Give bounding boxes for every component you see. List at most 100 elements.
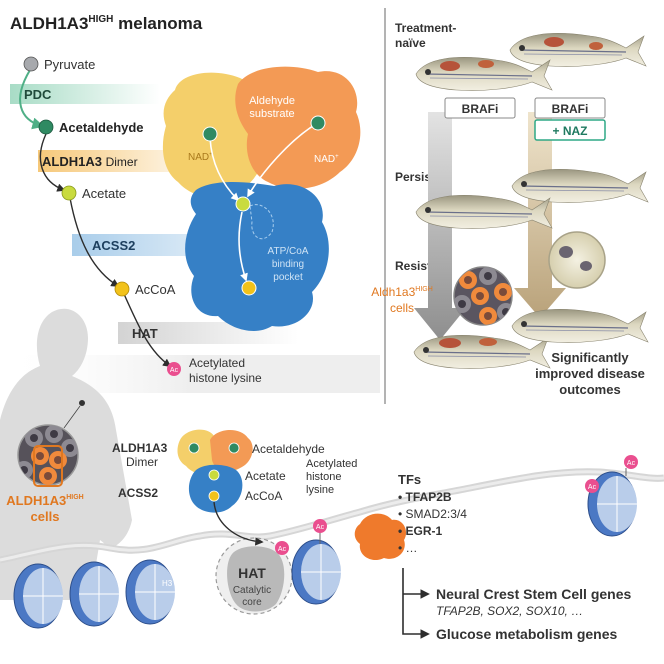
acetaldehyde-dot-left [202,126,218,142]
glucose-genes-arrow [402,568,430,639]
neural-crest-genes-label: Neural Crest Stem Cell genes [436,586,632,602]
treatment-label-line2: naïve [395,36,426,50]
tf-item-2: • SMAD2:3/4 [398,507,467,521]
bottom-acetylated-line3: lysine [306,484,334,496]
bottom-dimer-label: Dimer [126,455,158,469]
tfs-label: TFs [398,472,421,487]
pocket-label-line3: pocket [273,272,303,283]
hat-label: HAT [132,326,158,341]
pyruvate-arrow [19,69,45,130]
brafi-box [444,97,516,119]
aldh1a3-cells-label: Aldh1a3HIGH [371,285,433,299]
tf-protein [354,513,407,561]
substrate-arrow-right [247,123,317,198]
substrate-arrow-left [209,137,240,202]
figure-title: ALDH1A3HIGH melanoma [10,14,203,33]
accoa-label: AcCoA [135,282,176,297]
pdc-label: PDC [24,87,52,102]
fish-resistant-naz [511,309,649,343]
acetaldehyde-label: Acetaldehyde [59,120,144,135]
acetate-dot-protein [235,196,251,212]
mini-acetate-dot [208,469,220,481]
bottom-acetaldehyde-label: Acetaldehyde [252,442,325,456]
ac-marker-label: Ac [170,367,179,374]
pyruvate-dot [23,56,39,72]
binding-pocket-outline [249,204,274,240]
naz-label: + NAZ [552,124,587,138]
tf-item-1: • TFAP2B [398,490,452,504]
catalytic-core-line2: core [242,597,262,608]
hat-protein [227,546,285,612]
accoa-dot [114,281,130,297]
ac-marker-2 [275,541,289,555]
mini-acetaldehyde-dot-left [188,442,200,454]
acetylated-label-line1: Acetylated [189,356,245,370]
naz-box [534,119,606,141]
acetaldehyde-arrow [39,133,66,192]
nucleosome-right [587,471,637,537]
pocket-label-line1: ATP/CoA [268,246,309,257]
outcome-label-line2: improved disease [535,366,645,381]
aldh1a3-label: ALDH1A3 Dimer [42,154,138,169]
aldh1a3-monomer-right [235,66,361,189]
tumor-cells-bottom [17,424,79,487]
acetylated-label-line2: histone lysine [189,371,262,385]
h3-label: H3 [162,579,173,588]
ac-marker-4-label: Ac [588,484,597,491]
bottom-acetate-label: Acetate [245,469,286,483]
ac-marker-3-label: Ac [627,460,636,467]
ac-marker-2-label: Ac [278,546,287,553]
acss2-structure [185,182,329,331]
aldh1a3-cells-label-line2: cells [390,301,414,315]
acetate-label: Acetate [82,186,126,201]
brafi-box-right [534,97,606,119]
nad-right-label: NAD+ [314,154,339,165]
tf-item-3: • EGR-1 [398,524,443,538]
acss2-label: ACSS2 [92,238,135,253]
treatment-label-line1: Treatment- [395,21,456,35]
fish-persister-back [511,169,649,203]
acetaldehyde-dot [38,119,54,135]
fish-naive-back [509,33,647,67]
bottom-accoa-label: AcCoA [245,489,282,503]
ac-marker-3 [624,455,638,469]
aldehyde-label-line2: substrate [249,108,294,120]
acetate-to-accoa-arrow [238,211,248,282]
mini-accoa-dot [208,490,220,502]
bottom-aldh1a3-label: ALDH1A3 [112,441,168,455]
outcome-label-line3: outcomes [559,382,620,397]
glucose-genes-label: Glucose metabolism genes [436,626,617,642]
nucleosome-2 [69,561,119,627]
nucleosome-3: H3 [125,559,175,625]
melanoma-spot [79,400,85,406]
nucleus-magnified [548,231,606,289]
nucleosome-acetylated [291,539,341,605]
brafi-label-right: BRAFi [552,102,589,116]
nad-left-label: NAD+ [188,152,213,163]
fish-naive-front [415,57,553,91]
bottom-acetylated-line2: histone [306,471,341,483]
bottom-acetylated-line1: Acetylated [306,458,357,470]
fish-resistant-brafi [413,335,551,369]
aldh1a3-cells-bottom-label: ALDH1A3HIGH [6,493,83,508]
pocket-label-line2: binding [272,259,304,270]
mini-acss2 [188,464,243,513]
accoa-arrow [123,293,172,367]
tf-item-4: • … [398,541,418,555]
brafi-label-left: BRAFi [462,102,499,116]
fish-persister-front [415,195,553,229]
tumor-cells-magnified [453,266,513,326]
acetaldehyde-dot-right [310,115,326,131]
catalytic-core-line1: Catalytic [233,585,271,596]
hat-catalytic-label: HAT [238,565,266,581]
chromatin-panel: ALDH1A3HIGH cells ALDH1A3 Dimer ACSS2 Ac… [0,308,664,642]
ac-marker-1 [313,519,327,533]
zoom-line [63,405,81,429]
nucleosome-1 [13,563,63,629]
aldh1a3-cells-bottom-label-line2: cells [31,509,60,524]
mini-acetaldehyde-dot-right [228,442,240,454]
ac-marker-1-label: Ac [316,524,325,531]
pyruvate-label: Pyruvate [44,57,95,72]
acetate-arrow [69,197,120,287]
outcome-label-line1: Significantly [551,350,629,365]
